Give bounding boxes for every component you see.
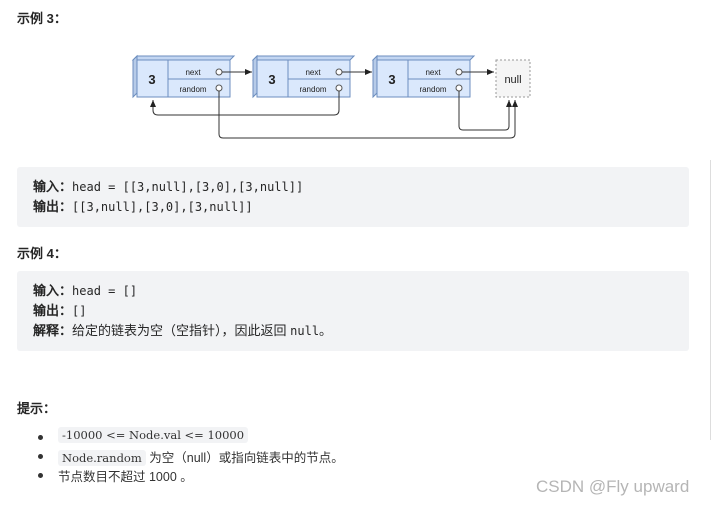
svg-text:next: next xyxy=(425,68,441,77)
svg-text:next: next xyxy=(185,68,201,77)
svg-text:random: random xyxy=(179,85,206,94)
hints-title: 提示： xyxy=(17,401,57,416)
node-2 xyxy=(251,54,356,99)
example3-code-block: 输入：head = [[3,null],[3,0],[3,null]] 输出：[… xyxy=(17,167,689,227)
example4-title: 示例 4： xyxy=(17,246,67,261)
svg-text:3: 3 xyxy=(268,72,275,87)
svg-text:random: random xyxy=(299,85,326,94)
hint-item: Node.random 为空（null）或指向链表中的节点。 xyxy=(38,447,344,466)
svg-text:3: 3 xyxy=(388,72,395,87)
watermark: CSDN @Fly upward xyxy=(536,477,690,496)
example4-code-block: 输入：head = [] 输出：[] 解释：给定的链表为空（空指针），因此返回 … xyxy=(17,271,689,351)
node-1 xyxy=(131,54,236,99)
linked-list-diagram: 3 3 3 next random next random next rando… xyxy=(131,54,531,139)
svg-text:random: random xyxy=(419,85,446,94)
svg-text:3: 3 xyxy=(148,72,155,87)
svg-text:next: next xyxy=(305,68,321,77)
hint-item: 节点数目不超过 1000 。 xyxy=(38,466,193,485)
scrollbar[interactable] xyxy=(710,160,711,440)
null-box xyxy=(495,59,531,98)
hint-item: -10000 <= Node.val <= 10000 xyxy=(37,427,249,443)
node-3 xyxy=(371,54,476,99)
example3-title: 示例 3： xyxy=(17,11,67,26)
svg-text:null: null xyxy=(504,74,521,86)
